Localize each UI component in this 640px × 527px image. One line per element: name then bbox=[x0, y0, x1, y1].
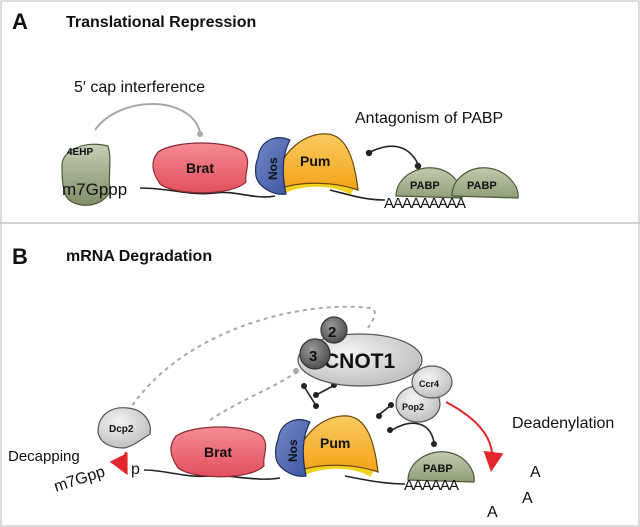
link-dot-2 bbox=[313, 403, 319, 409]
protein-pabp-a2 bbox=[451, 167, 519, 199]
mrna-line-b-3 bbox=[344, 475, 406, 485]
decapping-arrow bbox=[109, 451, 128, 476]
protein-cnot1-label: CNOT1 bbox=[324, 350, 395, 373]
panel-a-letter: A bbox=[12, 9, 28, 34]
link-dot-5 bbox=[376, 413, 382, 419]
deadenylation-arrow bbox=[445, 401, 504, 472]
mrna-line-a-3 bbox=[329, 189, 386, 201]
dashed-cnot-dcp2 bbox=[127, 305, 376, 413]
link-dot-6 bbox=[388, 402, 394, 408]
protein-pabp-a1-label: PABP bbox=[410, 180, 440, 192]
link-dot-7 bbox=[387, 427, 393, 433]
protein-nos-b bbox=[275, 419, 311, 477]
panel-b-title: mRNA Degradation bbox=[66, 248, 212, 265]
protein-pum-b-label: Pum bbox=[320, 435, 350, 451]
link-dot-8 bbox=[431, 441, 437, 447]
released-a-1: A bbox=[530, 464, 541, 481]
polya-tail-a: AAAAAAAAA bbox=[384, 195, 466, 212]
decapping-label: Decapping bbox=[8, 448, 80, 465]
protein-cnot2-label: 2 bbox=[328, 324, 336, 341]
panel-b-letter: B bbox=[12, 244, 28, 269]
cap-interference-arc bbox=[94, 103, 201, 133]
panel-a: A Translational Repression 5′ cap interf… bbox=[12, 9, 519, 212]
cnot-nos-link bbox=[304, 387, 316, 405]
protein-pum-a-label: Pum bbox=[300, 153, 330, 169]
cnot-pabp-link bbox=[379, 405, 391, 415]
protein-nos-a bbox=[255, 137, 291, 195]
protein-cnot2 bbox=[320, 316, 348, 344]
protein-pabp-a2-label: PABP bbox=[467, 180, 497, 192]
connector-dot-end bbox=[414, 162, 422, 170]
protein-ccr4 bbox=[411, 365, 453, 399]
protein-ccr4-label: Ccr4 bbox=[419, 379, 439, 389]
protein-pum-a bbox=[275, 133, 359, 191]
cap-label-b: m7Gpp bbox=[52, 463, 107, 495]
protein-cnot3 bbox=[299, 338, 331, 370]
protein-brat-b bbox=[170, 426, 267, 478]
link-dot-1 bbox=[301, 383, 307, 389]
protein-brat-a bbox=[152, 142, 249, 194]
phosphate-label: p bbox=[131, 461, 140, 478]
protein-dcp2 bbox=[97, 407, 151, 449]
pum-pabp-b-connector bbox=[391, 422, 435, 443]
protein-pop2-label: Pop2 bbox=[402, 402, 424, 412]
cap-interference-label: 5′ cap interference bbox=[74, 79, 205, 96]
panel-b: B mRNA Degradation Dcp2 Decapping m7Gpp … bbox=[8, 244, 614, 521]
protein-4ehp-label: 4EHP bbox=[67, 147, 93, 158]
protein-4ehp bbox=[61, 143, 111, 206]
dashed-cnot-brat bbox=[209, 371, 297, 421]
protein-cnot3-label: 3 bbox=[309, 348, 317, 365]
protein-pabp-b bbox=[407, 451, 475, 483]
protein-brat-b-label: Brat bbox=[204, 444, 232, 460]
pum-base-a bbox=[278, 180, 354, 195]
released-a-3: A bbox=[487, 504, 498, 521]
link-dot-4 bbox=[313, 392, 319, 398]
antagonism-label: Antagonism of PABP bbox=[355, 110, 503, 127]
polya-tail-b: AAAAAA bbox=[404, 477, 459, 494]
protein-pum-b bbox=[295, 415, 379, 473]
cnot-pum-link bbox=[317, 385, 334, 395]
protein-brat-a-label: Brat bbox=[186, 160, 214, 176]
protein-nos-a-label: Nos bbox=[266, 157, 280, 180]
released-a-2: A bbox=[522, 490, 533, 507]
connector-dot-start bbox=[365, 149, 373, 157]
panel-a-title: Translational Repression bbox=[66, 14, 256, 31]
protein-pabp-b-label: PABP bbox=[423, 463, 453, 475]
pum-pabp-connector bbox=[369, 145, 419, 165]
arc-end-dot bbox=[197, 131, 203, 137]
cap-label-a: m7Gppp bbox=[62, 180, 127, 199]
protein-dcp2-label: Dcp2 bbox=[109, 424, 134, 435]
deadenylation-label: Deadenylation bbox=[512, 415, 614, 432]
pum-base-b bbox=[298, 462, 374, 477]
protein-nos-b-label: Nos bbox=[286, 439, 300, 462]
mrna-line-a bbox=[139, 187, 276, 198]
protein-cnot1 bbox=[297, 333, 423, 387]
dashed-dot-brat bbox=[293, 368, 299, 374]
